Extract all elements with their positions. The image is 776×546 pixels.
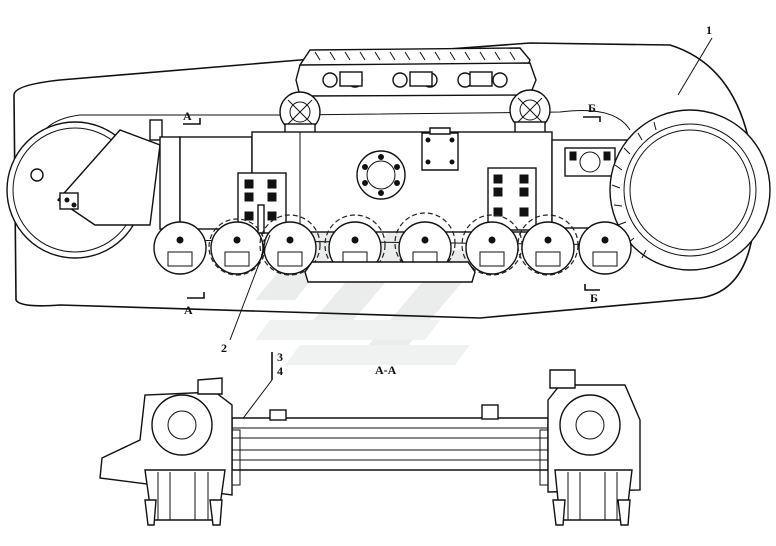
section-letter-a-top: А: [183, 109, 192, 123]
track-rollers: [153, 212, 632, 276]
section-mark-b-bottom: Б: [584, 284, 600, 305]
section-letter-b-top: Б: [588, 101, 596, 115]
callout-label-1: 1: [706, 23, 712, 37]
callout-2: 2: [221, 234, 271, 355]
carrier-roller-left: [279, 91, 321, 137]
section-mark-a-bottom: А: [184, 292, 205, 317]
section-a-a-view: [99, 369, 641, 526]
callout-label-2: 2: [221, 341, 227, 355]
callout-label-4: 4: [277, 364, 283, 378]
frame-center-boss: [356, 150, 406, 200]
carrier-roller-right: [509, 89, 551, 135]
section-mark-b-top: Б: [583, 101, 601, 122]
section-letter-a-bottom: А: [184, 303, 193, 317]
frame-access-cover: [421, 127, 459, 171]
section-mark-a-top: А: [183, 109, 201, 125]
section-letter-b-bottom: Б: [590, 291, 598, 305]
bracket-plate-left: [237, 172, 287, 234]
top-track-shoes: [295, 47, 537, 97]
drive-sprocket: [609, 109, 771, 271]
section-view-title: А-А: [375, 363, 397, 377]
callout-1: 1: [677, 23, 713, 96]
bracket-plate-right: [487, 167, 537, 231]
front-idler-wheel: [6, 121, 161, 259]
callout-label-3: 3: [277, 350, 283, 364]
roller-guard: [304, 261, 476, 283]
